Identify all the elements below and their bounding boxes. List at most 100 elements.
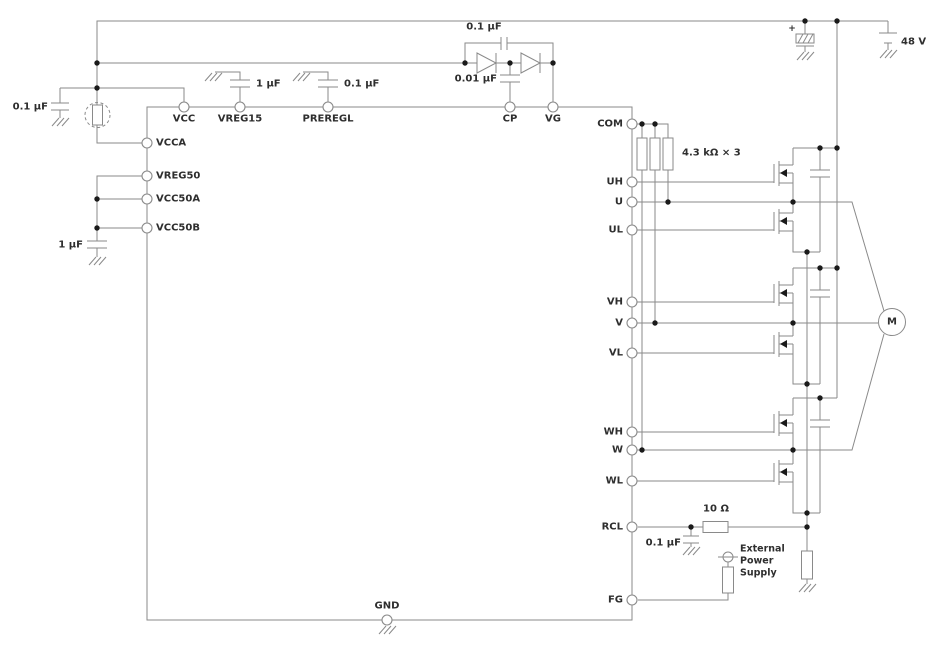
junction-dots [94,18,840,530]
capacitor-vreg15 [230,79,250,88]
resistor-v-pullup [649,137,661,171]
label-pin-v: V [615,318,623,329]
label-pin-preregl: PREREGL [303,114,355,125]
pin-ul [626,224,638,236]
label-pin-uh: UH [607,177,624,188]
label-res-rcl: 10 Ω [703,504,729,515]
resistor-bank-com [636,137,674,171]
ground-symbol [51,117,70,127]
mosfet-u-high [773,160,794,187]
ground-symbol [204,72,223,82]
capacitor-vcc50 [87,240,107,249]
label-cap-rcl: 0.1 µF [646,538,681,549]
capacitor-plates [51,37,830,544]
label-cap-vcc50: 1 µF [58,240,83,251]
pin-vreg15 [234,101,246,113]
label-cap-vcc: 0.1 µF [13,102,48,113]
pin-fg [626,594,638,606]
mosfet-w-low [773,459,794,486]
pin-u [626,196,638,208]
component-labels: 0.1 µF 1 µF 0.1 µF 0.1 µF 0.01 µF 1 µF 4… [13,22,927,579]
pin-v [626,317,638,329]
label-pin-vcc: VCC [173,114,195,125]
label-pin-vcc50a: VCC50A [156,194,200,205]
capacitor-u-bootstrap [810,169,830,178]
label-pin-vreg50: VREG50 [156,171,200,182]
pin-wl [626,475,638,487]
bulk-capacitor [795,33,815,47]
diode-charge-pump-2 [520,52,542,74]
label-pin-gnd: GND [375,601,400,612]
ground-symbol [292,72,311,82]
pin-vcc50b [141,222,153,234]
pin-rcl [626,521,638,533]
external-supply-terminal [718,551,738,563]
label-pin-rcl: RCL [602,522,624,533]
ground-symbol [879,49,898,59]
pin-uh [626,176,638,188]
resistor-w-pullup [636,137,648,171]
label-pin-vcca: VCCA [156,138,186,149]
label-pin-vl: VL [609,348,624,359]
label-pin-cp: CP [503,114,518,125]
label-supply-voltage: 48 V [901,37,926,48]
resistor-u-pullup [662,137,674,171]
pin-vcc50a [141,193,153,205]
resistor-fg-pullup [722,566,734,594]
motor-symbol: M [878,308,906,336]
label-res-pullup-bank: 4.3 kΩ × 3 [682,148,741,159]
pin-vreg50 [141,170,153,182]
pin-vh [626,296,638,308]
label-pin-vh: VH [607,297,623,308]
diode-charge-pump-1 [476,52,498,74]
mosfet-u-low [773,208,794,235]
ground-symbol [798,583,817,593]
label-pin-w: W [612,445,623,456]
pin-vg [547,101,559,113]
label-cap-vreg15: 1 µF [256,79,281,90]
capacitor-rcl [683,535,699,544]
label-ext-supply-2: Power [740,556,774,567]
label-pin-ul: UL [609,225,624,236]
capacitor-v-bootstrap [810,289,830,298]
capacitor-cp [500,74,520,83]
ground-symbol [796,51,815,61]
label-pin-com: COM [597,119,623,130]
pin-vcc [178,101,190,113]
pin-cp [504,101,516,113]
mosfet-w-high [773,410,794,437]
motor-label: M [887,317,897,328]
capacitor-w-bootstrap [810,419,830,428]
mosfet-v-low [773,331,794,358]
ground-symbol [378,625,397,635]
ic-outline [146,106,633,621]
label-pin-wl: WL [606,476,624,487]
label-cap-preregl: 0.1 µF [344,79,379,90]
ic-pins [141,101,638,626]
ground-symbol [682,546,701,556]
pin-gnd [381,614,393,626]
pin-vcca [141,137,153,149]
pin-vl [626,347,638,359]
label-cap-cp: 0.01 µF [455,74,497,85]
capacitor-charge-pump-bridge [500,37,508,50]
pin-w [626,444,638,456]
ground-symbol [88,256,107,266]
label-plus-sign: + [788,24,796,34]
pin-preregl [322,101,334,113]
capacitor-vcc [51,102,69,111]
label-pin-vg: VG [545,114,561,125]
label-pin-fg: FG [608,595,623,606]
battery-48v [879,32,897,44]
label-ext-supply-3: Supply [740,568,777,579]
ferrite-bead [84,102,111,128]
label-pin-u: U [615,197,623,208]
resistor-current-sense [801,550,813,580]
mosfet-v-high [773,280,794,307]
label-pin-vcc50b: VCC50B [156,223,200,234]
capacitor-preregl [318,79,338,88]
pin-wh [626,426,638,438]
pin-com [626,118,638,130]
